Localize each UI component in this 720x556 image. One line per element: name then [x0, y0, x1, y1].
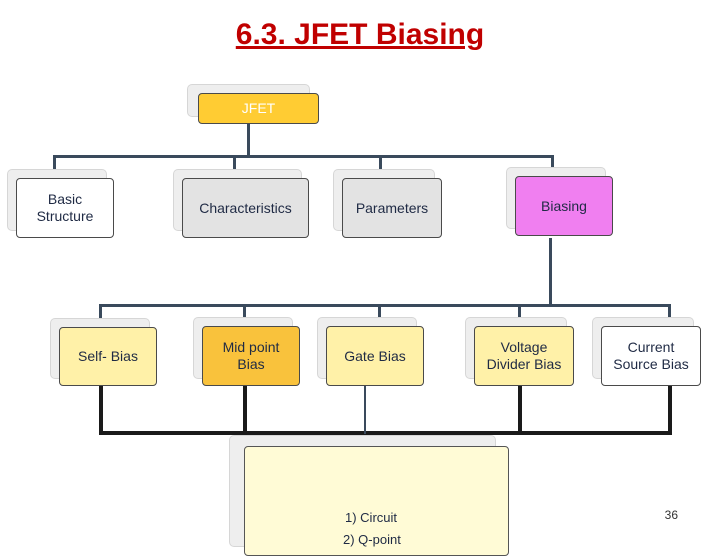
gate-bias-label: Gate Bias	[344, 347, 406, 364]
join-voltage	[518, 386, 522, 434]
connector-midpoint	[243, 304, 246, 326]
basic-structure-node: Basic Structure	[16, 178, 114, 238]
voltage-divider-bias-node: Voltage Divider Bias	[474, 326, 574, 386]
connector-self	[99, 304, 102, 326]
current-source-bias-node: Current Source Bias	[601, 326, 701, 386]
connector-current	[668, 304, 671, 326]
biasing-label: Biasing	[541, 197, 587, 214]
gate-bias-node: Gate Bias	[326, 326, 424, 386]
join-self	[99, 386, 103, 434]
midpoint-bias-node: Mid point Bias	[202, 326, 300, 386]
note-box	[244, 446, 509, 556]
connector-level1-bar	[53, 155, 554, 158]
self-bias-label: Self- Bias	[78, 348, 138, 364]
connector-biasing-down	[549, 238, 552, 306]
jfet-node: JFET	[198, 93, 319, 124]
self-bias-node: Self- Bias	[59, 327, 157, 386]
parameters-node: Parameters	[342, 178, 442, 238]
jfet-node-label: JFET	[241, 100, 276, 116]
connector-level2-bar	[99, 304, 671, 307]
connector-biasing	[551, 155, 554, 180]
basic-structure-label: Basic Structure	[36, 191, 94, 224]
connector-voltage	[518, 304, 521, 326]
midpoint-bias-label: Mid point Bias	[222, 339, 280, 372]
connector-basic	[53, 155, 56, 180]
current-source-bias-label: Current Source Bias	[613, 339, 689, 372]
biasing-node: Biasing	[515, 176, 613, 236]
join-current	[668, 386, 672, 434]
voltage-divider-bias-label: Voltage Divider Bias	[486, 339, 562, 372]
note-line-1: 1) Circuit	[345, 510, 398, 525]
slide-title: 6.3. JFET Biasing	[235, 18, 485, 51]
characteristics-node: Characteristics	[182, 178, 309, 238]
join-midpoint	[243, 386, 247, 434]
characteristics-label: Characteristics	[199, 199, 292, 216]
connector-root-down	[247, 123, 250, 157]
connector-gate	[378, 304, 381, 326]
connector-characteristics	[233, 155, 236, 180]
page-number: 36	[664, 508, 678, 522]
join-bar	[99, 431, 672, 435]
parameters-label: Parameters	[355, 199, 429, 216]
connector-gate-down	[364, 386, 366, 434]
connector-parameters	[379, 155, 382, 180]
